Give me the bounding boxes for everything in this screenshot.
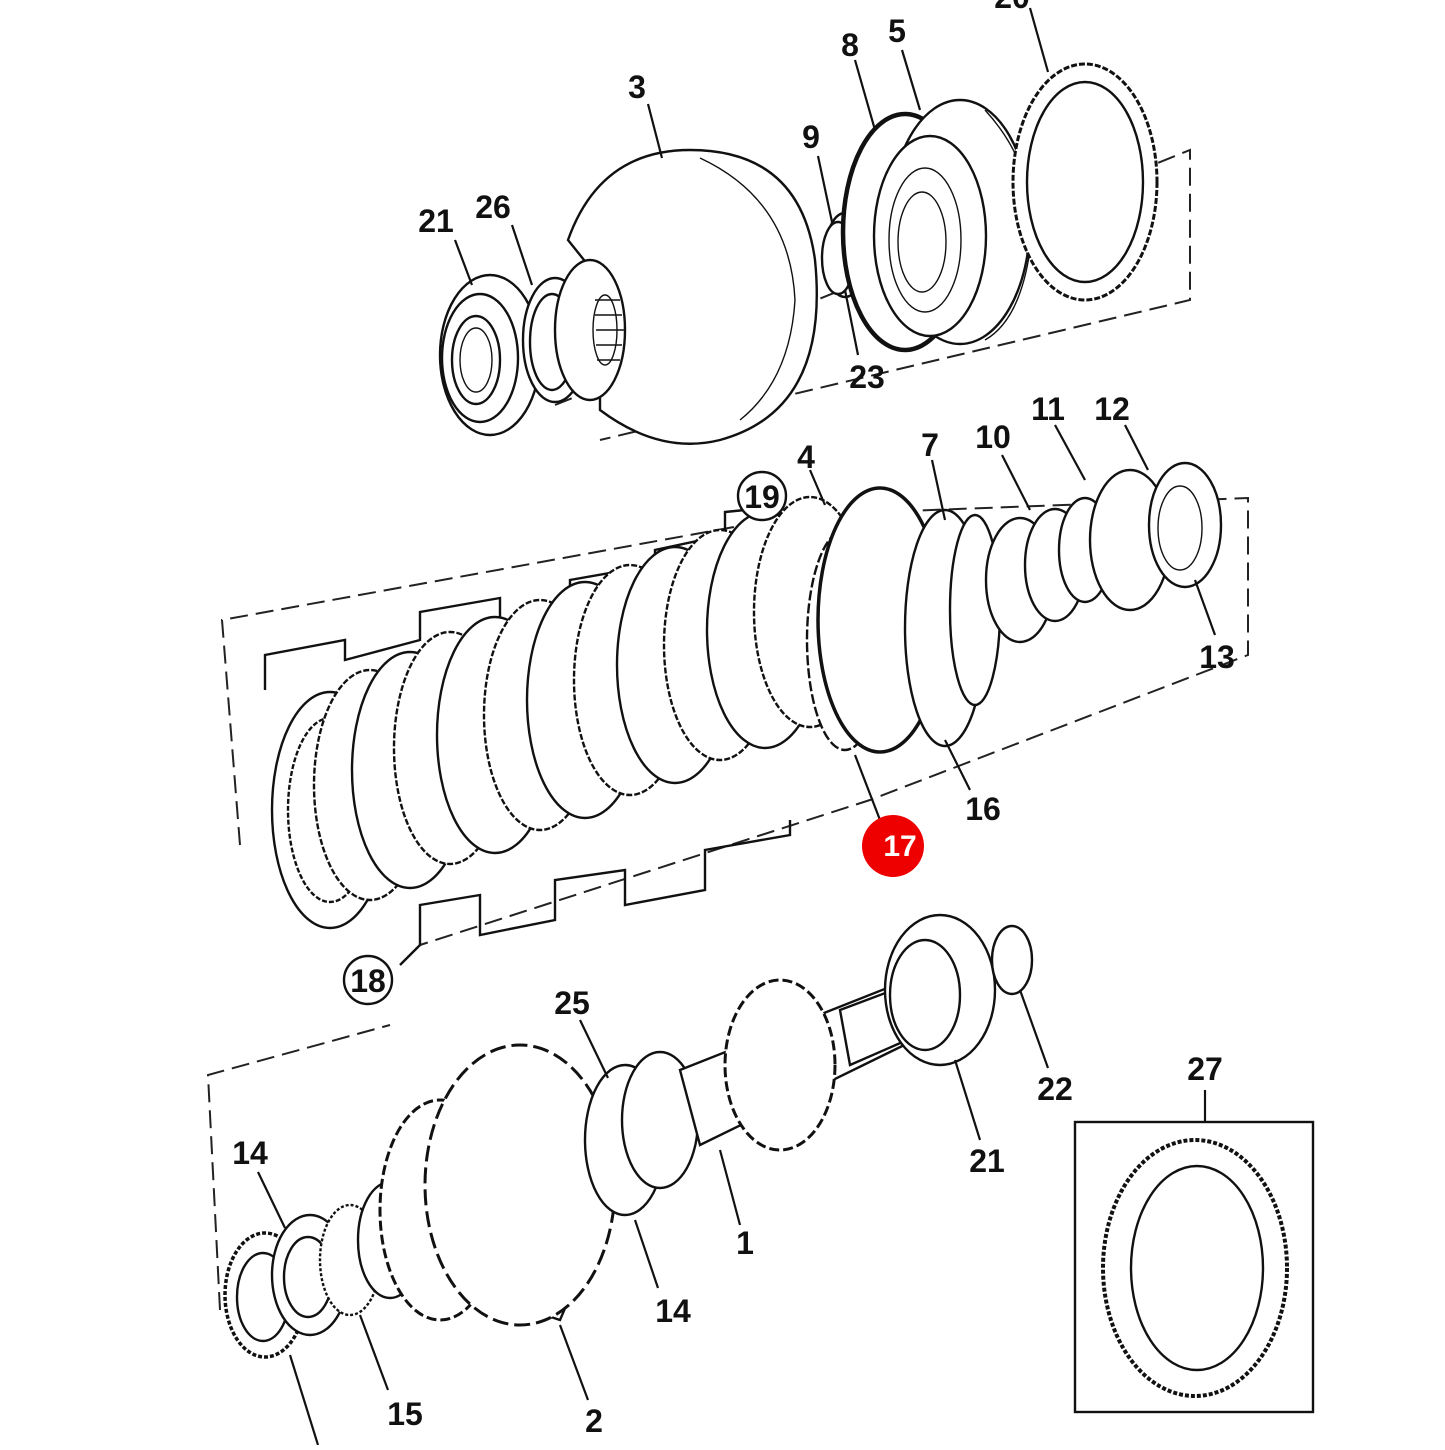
inset-27 xyxy=(1073,1120,1315,1414)
label-16: 16 xyxy=(965,791,1001,827)
label-21-bottom: 21 xyxy=(969,1143,1005,1179)
label-10: 10 xyxy=(975,419,1011,455)
bearing-25 xyxy=(583,1050,700,1217)
clutch-pack-bracket xyxy=(220,496,1249,946)
label-27: 27 xyxy=(1187,1051,1223,1087)
leader-lines xyxy=(257,7,1217,1446)
label-7: 7 xyxy=(921,427,939,463)
label-19: 19 xyxy=(744,479,780,515)
label-14-left: 14 xyxy=(232,1135,268,1171)
label-25: 25 xyxy=(554,985,590,1021)
plate-bracket-18 xyxy=(399,820,792,966)
label-1: 1 xyxy=(736,1225,754,1261)
label-9: 9 xyxy=(802,119,820,155)
clutch-plate-20 xyxy=(1011,62,1159,302)
drum-3 xyxy=(553,148,818,445)
label-8: 8 xyxy=(841,27,859,63)
shaft-assembly-bracket xyxy=(206,1024,391,1311)
snap-ring-22 xyxy=(990,924,1034,996)
label-3: 3 xyxy=(628,69,646,105)
label-22: 22 xyxy=(1037,1071,1073,1107)
label-15: 15 xyxy=(387,1396,423,1432)
callout-labels: 3 21 26 9 8 5 20 23 4 7 10 11 12 13 16 1… xyxy=(232,0,1235,1439)
retainer-11-12-13 xyxy=(1088,461,1223,612)
shaft-assembly xyxy=(206,913,1034,1359)
callout-17-highlight[interactable]: 17 xyxy=(862,815,924,877)
inset-box-27 xyxy=(1073,1120,1315,1414)
bearing-21-shaft xyxy=(883,913,997,1067)
label-4: 4 xyxy=(797,439,815,475)
label-18: 18 xyxy=(350,963,386,999)
label-5: 5 xyxy=(888,13,906,49)
label-17: 17 xyxy=(883,830,916,863)
callout-19: 19 xyxy=(736,470,788,522)
label-11: 11 xyxy=(1031,391,1065,427)
label-14-right: 14 xyxy=(655,1293,691,1329)
label-20: 20 xyxy=(994,0,1030,15)
label-26: 26 xyxy=(475,189,511,225)
label-2: 2 xyxy=(585,1403,603,1439)
spring-10 xyxy=(984,496,1113,644)
top-assembly xyxy=(438,62,1191,445)
label-21-top: 21 xyxy=(418,203,454,239)
gear-2 xyxy=(378,1043,622,1327)
clutch-plates xyxy=(270,495,868,930)
callout-18: 18 xyxy=(342,954,394,1006)
bearing-21-top xyxy=(438,273,542,437)
label-23: 23 xyxy=(849,359,885,395)
label-12: 12 xyxy=(1094,391,1130,427)
piston-7-16 xyxy=(903,508,1002,748)
label-13: 13 xyxy=(1199,639,1235,675)
clutch-pack-assembly xyxy=(220,461,1249,966)
